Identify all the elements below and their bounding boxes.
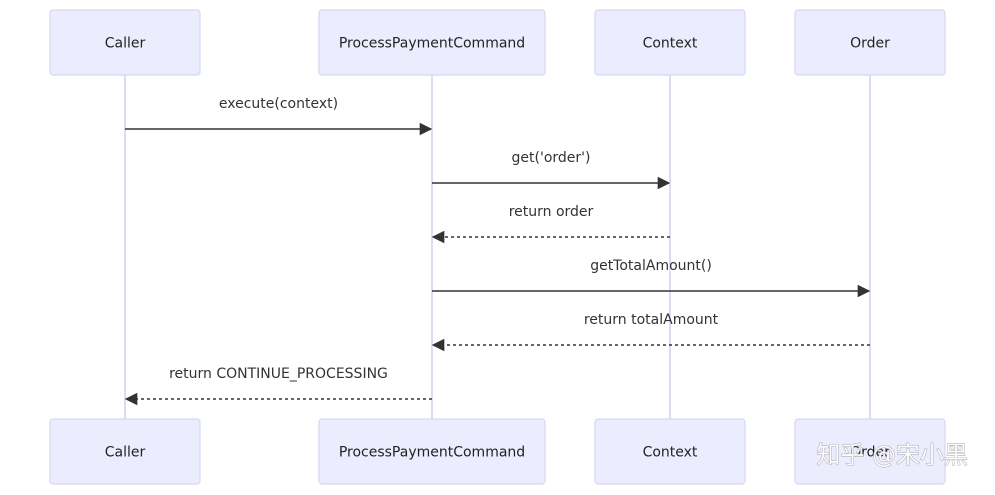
message-label: get('order'): [512, 150, 591, 166]
actor-label: Context: [643, 445, 698, 461]
message-4: getTotalAmount(): [432, 258, 871, 298]
actor-label: ProcessPaymentCommand: [339, 36, 525, 52]
actor-order-bottom: Order: [794, 418, 946, 485]
actor-box: [318, 9, 546, 76]
actor-caller-bottom: Caller: [49, 418, 201, 485]
actor-label: Order: [850, 36, 890, 52]
message-label: return CONTINUE_PROCESSING: [169, 366, 388, 382]
actor-label: Order: [850, 445, 890, 461]
actor-caller-top: Caller: [49, 9, 201, 76]
message-2: get('order'): [432, 150, 671, 190]
messages: execute(context) get('order') return order…: [124, 96, 871, 406]
message-label: execute(context): [219, 96, 338, 112]
actor-box: [49, 418, 201, 485]
actor-ppc-bottom: ProcessPaymentCommand: [318, 418, 546, 485]
actor-label: Caller: [105, 36, 146, 52]
actors-bottom: Caller ProcessPaymentCommand Context Order: [49, 418, 946, 485]
actor-box: [594, 9, 746, 76]
actor-ppc-top: ProcessPaymentCommand: [318, 9, 546, 76]
message-5: return totalAmount: [431, 312, 870, 352]
watermark-text: 知乎 @宋小黑: [816, 441, 968, 469]
actor-order-top: Order: [794, 9, 946, 76]
actor-box: [794, 9, 946, 76]
actor-box: [594, 418, 746, 485]
actor-box: [794, 418, 946, 485]
message-label: return order: [509, 204, 594, 220]
actor-label: Caller: [105, 445, 146, 461]
message-1: execute(context): [125, 96, 433, 136]
actor-label: ProcessPaymentCommand: [339, 445, 525, 461]
actor-context-bottom: Context: [594, 418, 746, 485]
message-3: return order: [431, 204, 670, 244]
actor-box: [318, 418, 546, 485]
actors-top: Caller ProcessPaymentCommand Context Order: [49, 9, 946, 76]
message-label: return totalAmount: [584, 312, 719, 328]
actor-box: [49, 9, 201, 76]
actor-label: Context: [643, 36, 698, 52]
actor-context-top: Context: [594, 9, 746, 76]
message-label: getTotalAmount(): [590, 258, 712, 274]
message-6: return CONTINUE_PROCESSING: [124, 366, 432, 406]
